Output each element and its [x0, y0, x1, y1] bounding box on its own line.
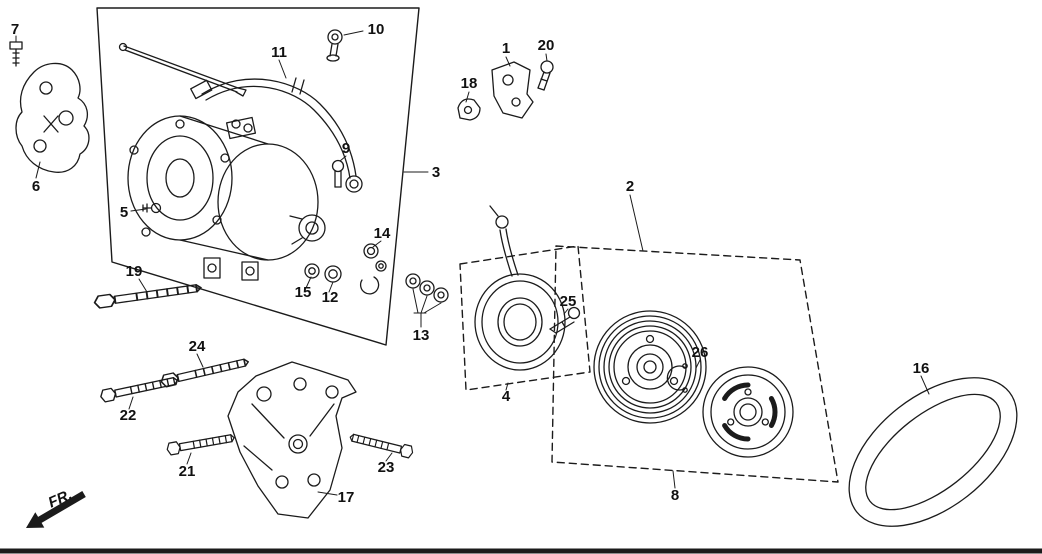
- callout-15: 15: [295, 284, 312, 301]
- callout-21: 21: [179, 463, 196, 480]
- front-direction-label: FR.: [46, 486, 75, 511]
- callout-19: 19: [126, 263, 143, 280]
- front-direction-arrow-icon: [26, 491, 86, 528]
- part-19-bolt: [92, 280, 203, 310]
- callout-5: 5: [120, 204, 128, 221]
- part-clutch-plate: [702, 366, 794, 458]
- callout-4: 4: [502, 388, 511, 405]
- callout-9: 9: [342, 140, 350, 157]
- callout-26: 26: [692, 344, 709, 361]
- part-pulley: [593, 310, 707, 424]
- callout-17: 17: [338, 489, 355, 506]
- callout-1: 1: [502, 40, 510, 57]
- part-23-bolt: [348, 430, 415, 460]
- part-11-hose: [190, 77, 363, 193]
- callout-16: 16: [913, 360, 930, 377]
- part-22-bolt: [98, 373, 180, 404]
- callout-labels: 1 2 3 4 5 6 7 8 9 10 11 12 13 14 15 16 1…: [11, 21, 930, 506]
- part-3-compressor: [127, 115, 326, 281]
- leader-lines: [15, 30, 930, 496]
- part-1-bracket: [491, 61, 534, 119]
- part-26-snap-ring: [666, 363, 688, 393]
- part-17-bracket: [227, 361, 357, 519]
- part-7-bolt: [9, 41, 23, 67]
- callout-22: 22: [120, 407, 137, 424]
- clutch-set-dashed-box: [551, 245, 839, 483]
- pipe-stay-rod: [118, 42, 247, 97]
- part-14-rings: [359, 243, 387, 295]
- part-4-field-coil: [474, 205, 566, 371]
- compressor-assembly-box: [96, 7, 420, 346]
- part-21-bolt: [165, 431, 236, 457]
- part-5-stud: [142, 202, 162, 214]
- callout-3: 3: [432, 164, 440, 181]
- callout-23: 23: [378, 459, 395, 476]
- callout-7: 7: [11, 21, 19, 38]
- callout-20: 20: [538, 37, 555, 54]
- callout-11: 11: [271, 44, 287, 61]
- callout-18: 18: [461, 75, 478, 92]
- callout-14: 14: [374, 225, 391, 242]
- callout-25: 25: [560, 293, 577, 310]
- field-coil-dashed-box: [459, 245, 591, 391]
- part-10-valve: [326, 29, 343, 62]
- front-direction-marker: FR.: [26, 486, 86, 528]
- part-24-bolt: [159, 355, 251, 389]
- part-13-washers: [405, 273, 449, 303]
- callout-6: 6: [32, 178, 40, 195]
- part-12-ring: [324, 265, 342, 283]
- part-16-belt: [848, 377, 1018, 527]
- callout-2: 2: [626, 178, 634, 195]
- callout-10: 10: [368, 21, 385, 38]
- part-9-bolt: [331, 159, 345, 188]
- part-20-bolt: [537, 60, 554, 91]
- callout-8: 8: [671, 487, 679, 504]
- part-15-ring: [304, 263, 320, 279]
- part-6-mount-plate: [15, 62, 90, 173]
- callout-12: 12: [322, 289, 339, 306]
- part-18-clip: [457, 98, 481, 121]
- callout-13: 13: [413, 327, 430, 344]
- callout-24: 24: [189, 338, 206, 355]
- part-25-bolt: [549, 306, 581, 334]
